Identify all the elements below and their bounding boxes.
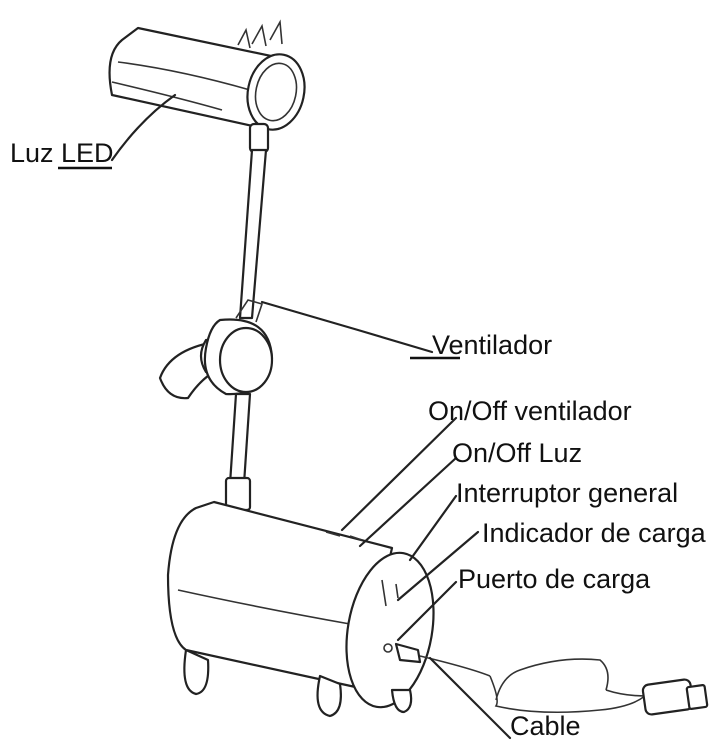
usb-cable-icon (396, 644, 707, 715)
label-fan: Ventilador (432, 330, 552, 360)
label-fan-switch: On/Off ventilador (428, 396, 632, 426)
led-light-icon (110, 22, 312, 152)
label-led: Luz LED (10, 138, 114, 168)
label-charge-indicator: Indicador de carga (482, 518, 707, 548)
arm-upper (240, 150, 266, 318)
label-main-switch: Interruptor general (456, 478, 678, 508)
label-cable: Cable (510, 711, 581, 741)
battery-base-icon (168, 502, 445, 716)
label-charge-port: Puerto de carga (458, 564, 651, 594)
fan-icon (160, 300, 272, 398)
arm-lower (226, 394, 250, 510)
label-light-switch: On/Off Luz (452, 438, 582, 468)
